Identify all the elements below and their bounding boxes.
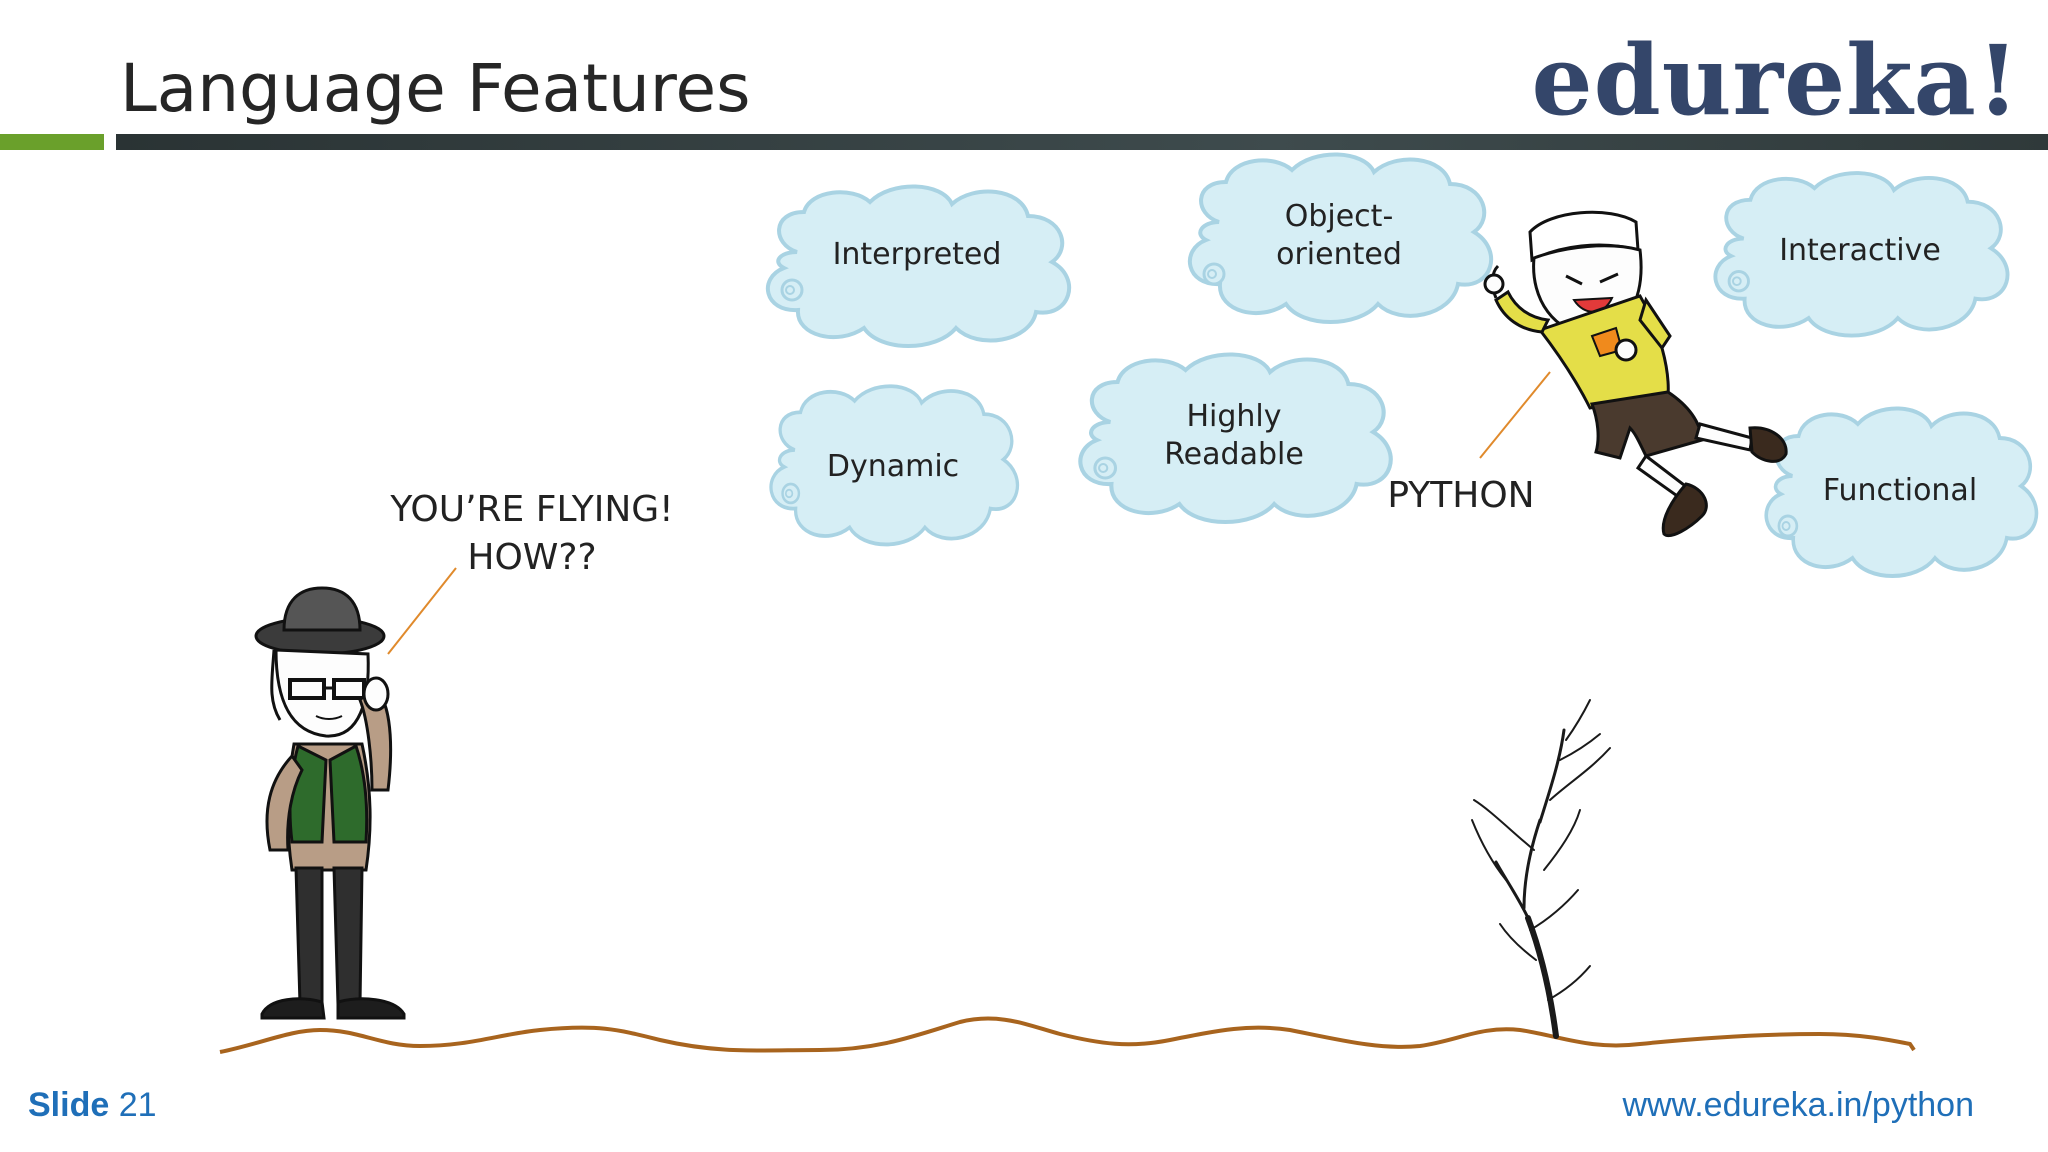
ground-line	[219, 1016, 1916, 1054]
man-speech-text: YOU’RE FLYING! HOW??	[390, 489, 674, 578]
cloud-label: Interpreted	[832, 237, 1002, 272]
cloud-interactive: Interactive	[1700, 166, 2020, 346]
cloud-shape-icon	[1078, 352, 1393, 524]
slide-number: 21	[118, 1086, 157, 1124]
bare-tree	[1471, 699, 1611, 1039]
slide-title: Language Features	[120, 50, 751, 127]
cloud-functional: Functional	[1752, 404, 2048, 584]
slide-label: Slide	[28, 1086, 110, 1124]
title-underline-bar	[116, 134, 2048, 150]
speech-pointer-line	[387, 567, 457, 655]
cloud-interpreted: Interpreted	[752, 182, 1082, 352]
cloud-shape-icon	[1187, 152, 1494, 324]
cloud-shape-icon	[769, 384, 1020, 547]
python-pointer-line	[1479, 371, 1551, 459]
python-label: PYTHON	[1387, 475, 1535, 516]
cloud-shape-icon	[765, 184, 1072, 348]
man-character	[254, 586, 406, 1020]
cloud-shape-icon	[1764, 406, 2039, 578]
footer-url-link[interactable]: www.edureka.in/python	[1622, 1086, 1974, 1124]
cloud-label: Interactive	[1779, 233, 1941, 268]
cloud-label: Highly Readable	[1164, 399, 1304, 472]
cloud-shape-icon	[1713, 171, 2010, 338]
slide-number-footer: Slide 21	[28, 1086, 157, 1125]
title-accent-bar	[0, 134, 104, 150]
cloud-highly-readable: Highly Readable	[1064, 350, 1404, 530]
cloud-label: Object- oriented	[1276, 199, 1402, 272]
flying-kid-character	[1483, 210, 1788, 537]
cloud-dynamic: Dynamic	[758, 382, 1028, 552]
cloud-label: Dynamic	[826, 449, 960, 484]
edureka-logo: edureka!	[1531, 24, 2020, 137]
cloud-object-oriented: Object- oriented	[1174, 150, 1504, 330]
cloud-label: Functional	[1822, 473, 1978, 508]
